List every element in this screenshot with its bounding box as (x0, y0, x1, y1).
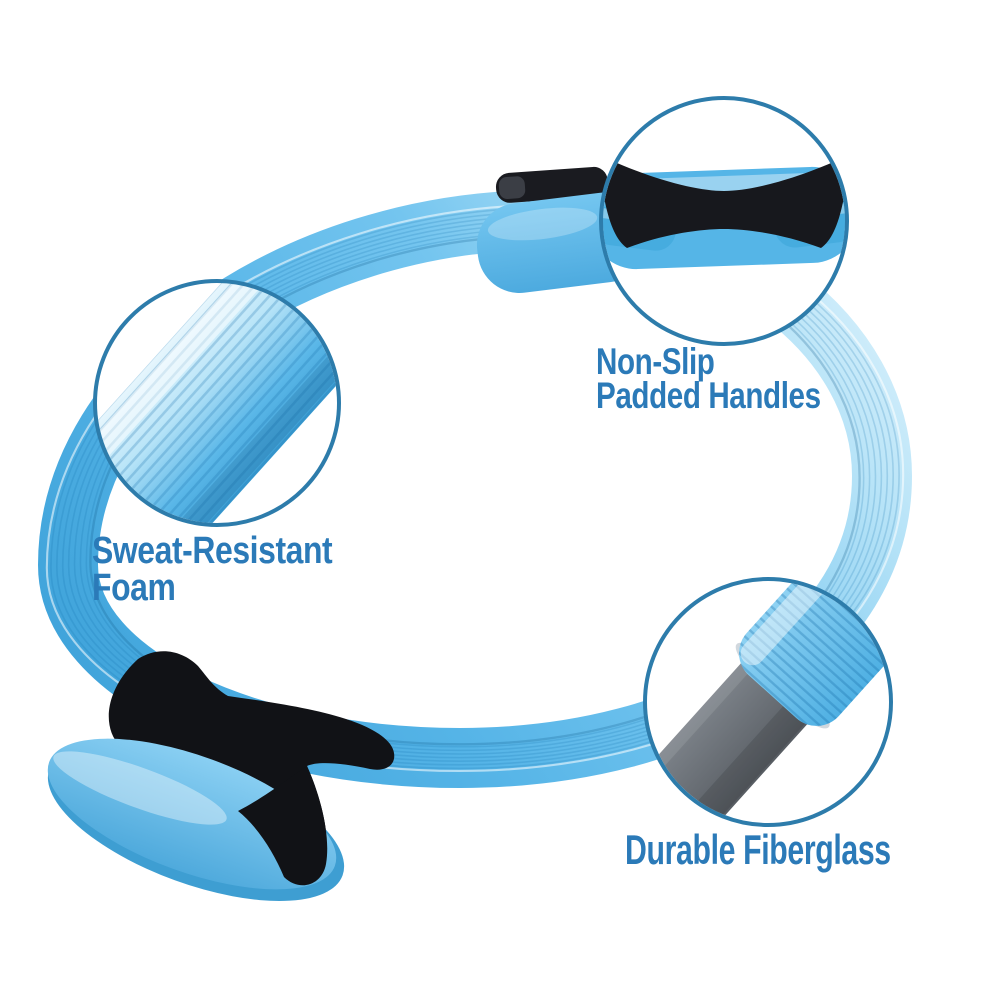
magnifier-ring-icon (643, 577, 893, 827)
label-padded-handles: Non-Slip Padded Handles (596, 341, 821, 416)
label-line: Foam (92, 567, 176, 609)
label-line: Durable Fiberglass (625, 826, 891, 873)
magnifier-ring-icon (599, 96, 849, 346)
top-handle-grip-bar (495, 166, 608, 203)
magnifier-ring-icon (93, 279, 341, 527)
label-line: Sweat-Resistant (92, 530, 333, 572)
label-line: Padded Handles (596, 375, 821, 416)
grip-closeup-shape (603, 160, 845, 248)
fiberglass-core-bar (647, 651, 818, 823)
callout-circle-fiberglass (643, 577, 893, 827)
bottom-pad-sheen (53, 751, 227, 825)
bottom-handle-foam-pad (47, 738, 337, 890)
bottom-handle-grip-flare (238, 766, 328, 886)
fiberglass-core-closeup (647, 581, 889, 823)
label-sweat-resistant-foam: Sweat-Resistant Foam (92, 530, 333, 609)
handle-grip-closeup (603, 160, 845, 270)
callout-circle-handles (599, 96, 849, 346)
bottom-handle (47, 651, 395, 902)
label-line: Non-Slip (596, 341, 715, 382)
label-durable-fiberglass: Durable Fiberglass (625, 826, 891, 873)
